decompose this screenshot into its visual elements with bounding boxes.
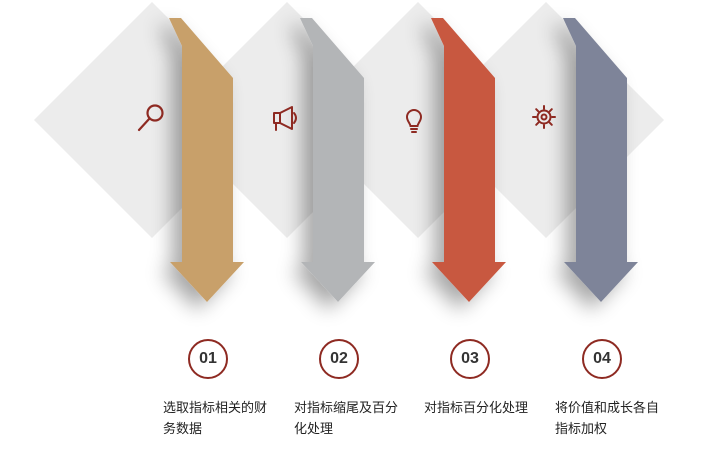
step-3-arrow: [431, 18, 506, 302]
lightbulb-icon: [405, 109, 423, 133]
step-4-number: 04: [582, 339, 622, 379]
step-1-text: 选取指标相关的财务数据: [163, 401, 268, 437]
megaphone-icon: [273, 106, 297, 131]
step-1-arrow: [169, 18, 244, 302]
step-4-text: 将价值和成长各自指标加权: [555, 401, 660, 437]
step-3-text: 对指标百分化处理: [424, 401, 529, 416]
search-icon: [137, 104, 164, 132]
gear-icon: [532, 105, 556, 129]
step-3-number: 03: [450, 339, 490, 379]
step-2-arrow: [300, 18, 375, 302]
step-1-number: 01: [188, 339, 228, 379]
step-4-arrow: [563, 18, 638, 302]
step-2-text: 对指标缩尾及百分化处理: [294, 401, 399, 437]
step-2-number: 02: [319, 339, 359, 379]
